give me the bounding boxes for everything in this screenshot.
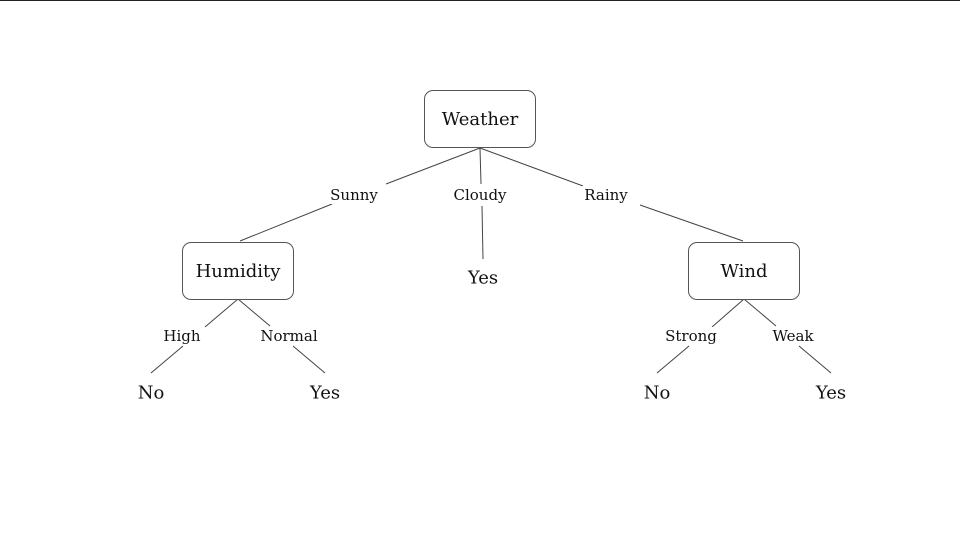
edge-humidity-normal-lower — [292, 345, 326, 374]
edge-weather-rainy-upper — [479, 147, 584, 187]
edge-label-cloudy: Cloudy — [451, 186, 509, 204]
leaf-cloudy-yes: Yes — [467, 267, 499, 289]
edge-label-sunny: Sunny — [328, 186, 380, 204]
root-node-label: Weather — [441, 108, 519, 130]
root-node-weather: Weather — [424, 90, 536, 148]
edge-weather-sunny-upper — [385, 147, 481, 185]
edge-wind-weak-lower — [798, 345, 832, 374]
edge-label-weak: Weak — [770, 327, 816, 345]
leaf-weak-yes: Yes — [815, 382, 847, 404]
leaf-high-no: No — [137, 382, 165, 404]
edge-weather-rainy-lower — [639, 204, 744, 242]
edge-label-strong: Strong — [663, 327, 719, 345]
edge-humidity-normal-upper — [237, 298, 271, 327]
top-border-line — [0, 0, 960, 1]
node-humidity-label: Humidity — [195, 260, 281, 282]
leaf-strong-no: No — [643, 382, 671, 404]
node-humidity: Humidity — [182, 242, 294, 300]
edge-weather-cloudy-upper — [479, 147, 482, 185]
edge-label-high: High — [161, 327, 203, 345]
node-wind: Wind — [688, 242, 800, 300]
edge-weather-sunny-lower — [239, 203, 333, 242]
edge-wind-strong-lower — [656, 345, 690, 374]
edge-wind-weak-upper — [743, 298, 777, 327]
edge-humidity-high-upper — [204, 298, 239, 328]
edge-wind-strong-upper — [711, 298, 745, 328]
edge-label-normal: Normal — [258, 327, 320, 345]
node-wind-label: Wind — [720, 260, 768, 282]
edge-label-rainy: Rainy — [582, 186, 630, 204]
edge-weather-cloudy-lower — [481, 205, 484, 260]
edge-humidity-high-lower — [150, 345, 184, 374]
leaf-normal-yes: Yes — [309, 382, 341, 404]
